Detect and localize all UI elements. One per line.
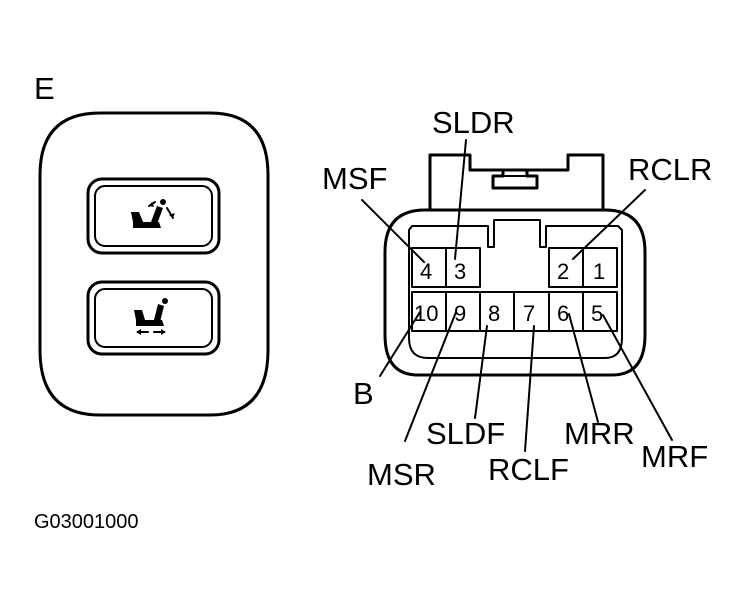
pin-9: 9 bbox=[454, 301, 466, 326]
pin-10: 10 bbox=[414, 301, 438, 326]
slide-switch-button[interactable] bbox=[86, 280, 221, 356]
pin-4: 4 bbox=[420, 259, 432, 284]
seat-switch bbox=[38, 111, 270, 417]
label-msf: MSF bbox=[322, 161, 387, 196]
connector: 4 3 2 1 10 9 8 7 6 5 bbox=[383, 153, 647, 377]
seat-recline-icon bbox=[131, 199, 175, 228]
pin-3: 3 bbox=[454, 259, 466, 284]
recline-switch-button[interactable] bbox=[86, 177, 221, 255]
pin-5: 5 bbox=[591, 301, 603, 326]
figure-code: G03001000 bbox=[34, 511, 139, 533]
pin-7: 7 bbox=[523, 301, 535, 326]
pin-8: 8 bbox=[488, 301, 500, 326]
leader-lines bbox=[361, 139, 673, 452]
label-sldf: SLDF bbox=[426, 416, 505, 451]
label-rclf: RCLF bbox=[488, 452, 569, 487]
pin-6: 6 bbox=[557, 301, 569, 326]
label-sldr: SLDR bbox=[432, 105, 515, 140]
label-rclr: RCLR bbox=[628, 152, 712, 187]
pin-1: 1 bbox=[593, 259, 605, 284]
seat-slide-icon bbox=[134, 298, 168, 335]
label-mrf: MRF bbox=[641, 439, 708, 474]
view-label: E bbox=[34, 71, 55, 106]
pin-2: 2 bbox=[557, 259, 569, 284]
label-msr: MSR bbox=[367, 457, 436, 492]
label-mrr: MRR bbox=[564, 416, 635, 451]
label-b: B bbox=[353, 376, 374, 411]
